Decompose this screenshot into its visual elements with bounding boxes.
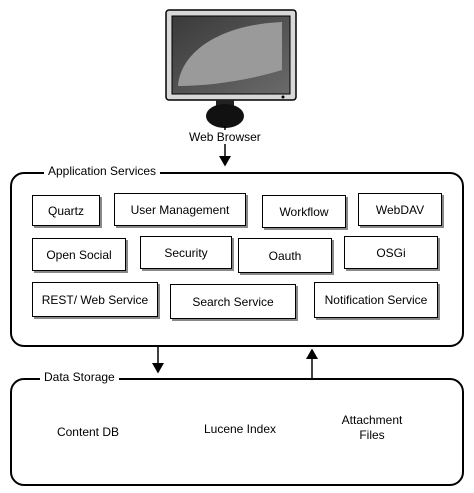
open-social-box: Open Social xyxy=(32,238,126,271)
osgi-box: OSGi xyxy=(344,236,438,269)
oauth-box: Oauth xyxy=(238,238,332,273)
monitor-icon xyxy=(165,9,297,128)
data-storage-title: Data Storage xyxy=(40,370,119,384)
quartz-box: Quartz xyxy=(32,195,100,226)
notification-service-box: Notification Service xyxy=(314,282,438,318)
search-service-box: Search Service xyxy=(170,284,296,319)
web-browser-label: Web Browser xyxy=(188,130,262,144)
workflow-box: Workflow xyxy=(262,195,346,228)
webdav-box: WebDAV xyxy=(358,193,442,226)
application-services-title: Application Services xyxy=(44,164,161,178)
content-db-label: Content DB xyxy=(56,425,120,439)
data-storage-group xyxy=(10,378,464,486)
user-management-box: User Management xyxy=(114,193,246,226)
lucene-index-label: Lucene Index xyxy=(203,422,277,436)
security-box: Security xyxy=(140,236,232,269)
rest-web-service-box: REST/ Web Service xyxy=(32,282,158,317)
attachment-files-label: Attachment Files xyxy=(341,413,403,442)
